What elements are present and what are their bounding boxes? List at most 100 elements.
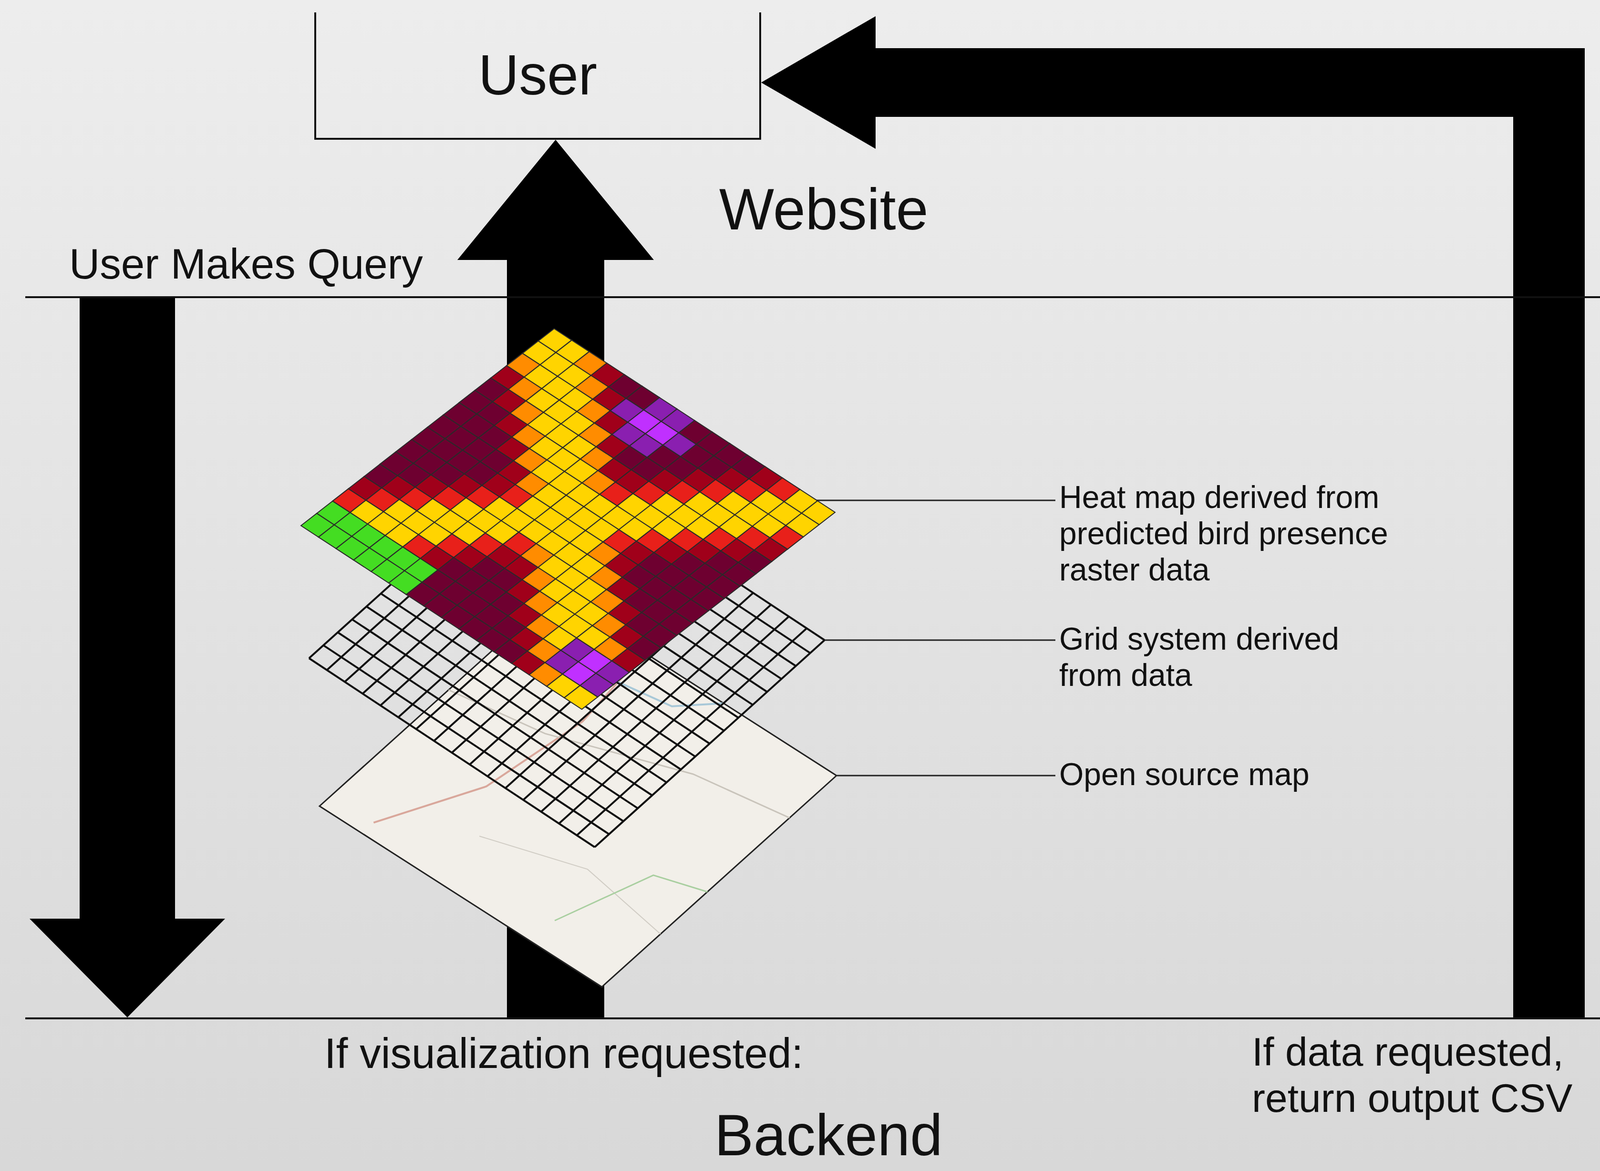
heat-cell [436,533,470,558]
heat-cell [524,590,558,615]
heat-cell [452,521,486,546]
heat-cell [332,488,366,513]
heat-cell [506,579,540,604]
heat-cell [680,443,714,468]
leader-line [816,499,1056,502]
heat-cell [458,616,493,641]
heat-cell [504,555,538,580]
heat-cell [388,570,423,595]
heat-cell [585,517,620,542]
heat-cell [717,490,751,515]
heat-cell [547,447,581,472]
heat-cell [450,497,484,522]
heat-cell [631,457,665,482]
heat-cell [536,531,570,556]
heat-cell [446,450,481,475]
heat-cell [641,599,676,624]
heat-cell [675,598,709,623]
heat-cell [670,527,704,552]
grid-line [438,541,724,731]
heat-cell [457,592,491,617]
heat-cell [364,464,398,488]
heat-cell [657,587,692,612]
heat-cell [350,500,384,525]
heat-cell [385,523,419,548]
heat-cell [406,582,440,607]
heat-cell [480,449,514,474]
heat-cell [516,495,551,520]
heat-cell [534,507,568,532]
heat-cell [801,500,836,525]
heat-cell [453,545,487,569]
heat-cell [588,565,623,590]
heat-cell [525,614,559,639]
heat-cell [720,538,754,563]
band-title: Backend [714,1101,943,1169]
heat-cell [465,485,500,510]
heat-cell [566,482,600,507]
heat-cell [531,459,565,484]
grid-line [523,592,754,800]
heat-cell [561,411,595,436]
heat-cell [532,483,567,508]
heat-cell [497,460,532,485]
callout-label: Grid system derived from data [1059,620,1401,694]
heat-cell [543,400,578,424]
heat-cell [678,420,713,445]
heat-cell [548,471,583,496]
heat-cell [492,615,526,640]
heat-cell [732,478,767,503]
heat-cell [369,535,403,560]
heat-cell [513,448,548,473]
heat-cell [784,489,818,514]
heat-cell [545,423,579,448]
heat-map [300,328,836,710]
heat-cell [499,484,533,509]
heat-cell [490,365,525,390]
heat-cell [336,536,370,560]
heat-cell [590,362,625,387]
heat-cell [601,505,635,530]
heat-cell [552,518,586,543]
heat-cell [441,605,475,630]
grid-line [481,503,768,692]
heat-cell [461,413,495,438]
heat-cell [506,353,540,378]
heat-cell [418,522,453,547]
heat-cell [749,466,783,491]
heat-cell [474,604,509,629]
heat-cell [555,566,589,591]
grid-line [466,516,753,705]
heat-cell [578,423,612,447]
heat-cell [752,514,786,538]
heat-cell [662,432,697,457]
heat-cell [598,458,632,483]
heat-cell [698,455,732,480]
heat-cell [562,435,597,460]
heat-cell [696,432,730,456]
heat-cell [577,399,611,424]
heat-cell [557,590,591,615]
heat-cell [478,425,512,450]
heat-cell [429,438,463,463]
heat-cell [402,534,437,559]
heat-cell [582,470,616,495]
heat-cell [562,661,597,686]
heat-cell [653,540,688,565]
heat-cell [529,435,563,460]
heat-cell [371,558,405,583]
callout-label: Open source map [1059,756,1310,793]
heat-cell [576,625,610,650]
heat-cell [527,412,562,436]
heat-cell [415,474,449,499]
heat-cell [427,414,462,439]
heat-cell [622,564,656,589]
heat-cell [334,512,368,537]
heat-cell [650,492,684,517]
heat-cell [664,456,699,481]
heat-cell [522,340,557,365]
heat-cell [766,477,800,502]
heat-cell [367,511,402,536]
